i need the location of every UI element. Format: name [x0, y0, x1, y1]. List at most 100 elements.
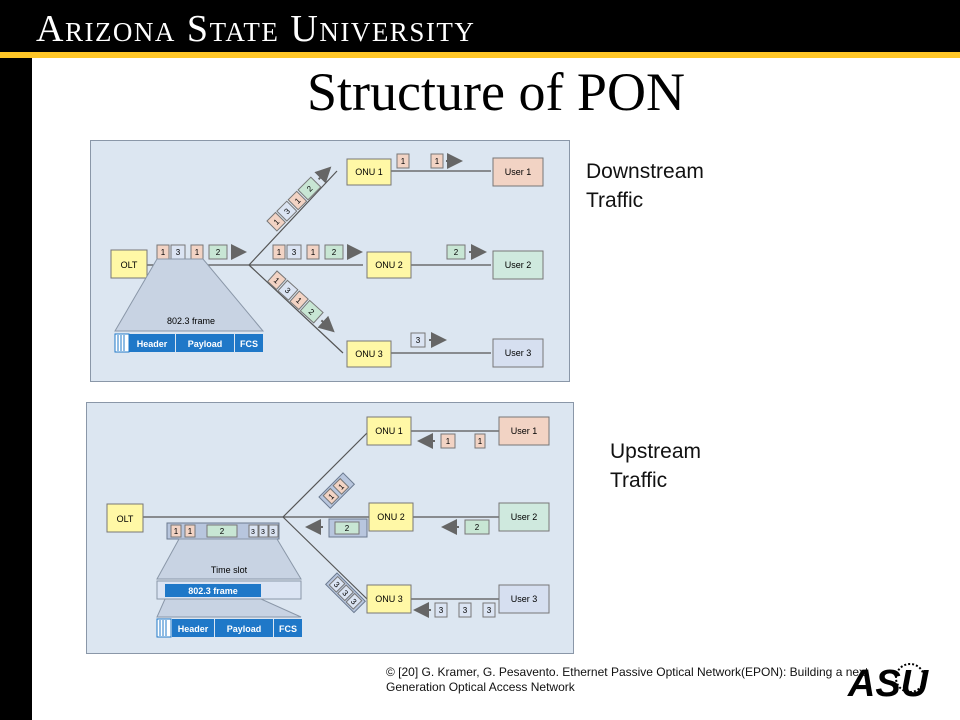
svg-text:1: 1 — [161, 248, 166, 257]
onu-2-box — [366, 251, 412, 279]
downstream-label-line-1: Downstream — [586, 160, 704, 183]
up-onu-2-box — [368, 502, 414, 532]
user-1-label: User 1 — [505, 167, 532, 177]
svg-text:Payload: Payload — [188, 339, 223, 349]
svg-text:1: 1 — [478, 437, 483, 446]
olt-label: OLT — [121, 260, 138, 270]
svg-text:3: 3 — [340, 588, 350, 598]
svg-text:FCS: FCS — [279, 624, 297, 634]
user-2-label: User 2 — [505, 260, 532, 270]
svg-text:2: 2 — [475, 523, 480, 532]
svg-text:1: 1 — [327, 492, 337, 502]
svg-text:1: 1 — [401, 157, 406, 166]
upstream-traffic-label: Upstream Traffic — [610, 437, 701, 495]
svg-text:Payload: Payload — [227, 624, 262, 634]
branch-fiber-3 — [248, 264, 344, 354]
up-user-3-box — [498, 584, 550, 614]
svg-text:3: 3 — [261, 529, 265, 536]
svg-text:2: 2 — [305, 184, 315, 194]
branch-1-packets: 1 3 1 2 — [266, 166, 332, 232]
downstream-traffic-label: Downstream Traffic — [586, 157, 704, 215]
asu-logo: ASU — [838, 660, 938, 705]
svg-text:2: 2 — [332, 248, 337, 257]
svg-text:3: 3 — [283, 286, 293, 296]
svg-text:3: 3 — [292, 248, 297, 257]
user-3-box — [492, 338, 544, 368]
up-onu-3-box — [366, 584, 412, 614]
frame-bar — [165, 584, 261, 597]
svg-text:Header: Header — [137, 339, 168, 349]
user-1-box — [492, 157, 544, 187]
svg-text:1: 1 — [337, 482, 347, 492]
onu-1-box — [346, 158, 392, 186]
svg-text:3: 3 — [439, 606, 444, 615]
left-side-bar — [0, 58, 32, 720]
svg-text:3: 3 — [176, 248, 181, 257]
svg-text:3: 3 — [251, 529, 255, 536]
olt-box — [110, 249, 148, 279]
trunk-packets: 1 3 1 2 — [156, 244, 247, 260]
onu-2-label: ONU 2 — [375, 260, 403, 270]
up-trunk-packets: 1 1 2 3 3 3 — [166, 522, 280, 540]
onu-3-box — [346, 340, 392, 368]
branch-2-packets: 1 3 1 2 — [272, 244, 363, 260]
svg-text:3: 3 — [349, 597, 359, 607]
svg-text:2: 2 — [216, 248, 221, 257]
svg-text:1: 1 — [293, 196, 303, 206]
delivered-packet-3: 3 — [410, 332, 447, 348]
up-onu-1-box — [366, 416, 412, 446]
svg-text:3: 3 — [271, 529, 275, 536]
branch-3-packets: 1 3 1 2 — [266, 270, 335, 333]
up-frame-fields: Header Payload FCS — [156, 618, 302, 638]
svg-text:1: 1 — [294, 296, 304, 306]
up-onu-2-label: ONU 2 — [377, 512, 405, 522]
svg-text:1: 1 — [435, 157, 440, 166]
upstream-label-line-1: Upstream — [610, 440, 702, 463]
frame-fields: Header Payload FCS — [114, 333, 263, 353]
svg-text:1: 1 — [277, 248, 282, 257]
svg-text:2: 2 — [220, 527, 225, 536]
up-olt-label: OLT — [117, 514, 134, 524]
slide-title: Structure of PON — [307, 62, 685, 122]
up-user-1-label: User 1 — [511, 426, 538, 436]
onu-3-label: ONU 3 — [355, 349, 383, 359]
up-branch-2-packets: 2 — [305, 518, 368, 538]
svg-text:1: 1 — [188, 527, 193, 536]
up-frame-caption: 802.3 frame — [188, 586, 238, 596]
timeslot-expansion — [156, 538, 302, 580]
up-user-2-label: User 2 — [511, 512, 538, 522]
up-user-3-packets: 3 3 3 — [413, 602, 496, 618]
up-olt-box — [106, 503, 144, 533]
svg-text:1: 1 — [195, 248, 200, 257]
citation-text: © [20] G. Kramer, G. Pesavento. Ethernet… — [386, 665, 869, 694]
svg-text:3: 3 — [487, 606, 492, 615]
delivered-packet-2: 2 — [446, 244, 487, 260]
svg-text:3: 3 — [332, 580, 342, 590]
svg-text:1: 1 — [272, 276, 282, 286]
onu-1-label: ONU 1 — [355, 167, 383, 177]
delivered-packet-1: 1 1 — [396, 153, 463, 169]
svg-text:1: 1 — [272, 217, 282, 227]
svg-text:3: 3 — [463, 606, 468, 615]
timeslot-caption: Time slot — [211, 565, 248, 575]
downstream-diagram: OLT ONU 1 ONU 2 ONU 3 User 1 User 2 User… — [90, 140, 570, 382]
up-user-1-packets: 1 1 — [417, 433, 486, 449]
header-bar — [0, 0, 960, 52]
branch-fiber-1 — [248, 170, 338, 266]
up-branch-3-packets: 3 3 3 — [324, 572, 366, 614]
svg-text:2: 2 — [345, 524, 350, 533]
frame-caption: 802.3 frame — [167, 316, 215, 326]
user-3-label: User 3 — [505, 348, 532, 358]
upstream-svg: OLT ONU 1 ONU 2 ONU 3 User 1 User 2 User… — [106, 416, 550, 638]
svg-text:1: 1 — [174, 527, 179, 536]
header-gold-stripe — [0, 52, 960, 58]
svg-text:Header: Header — [178, 624, 209, 634]
svg-text:ASU: ASU — [847, 663, 930, 700]
frame-expansion — [114, 258, 265, 332]
svg-text:1: 1 — [311, 248, 316, 257]
svg-text:FCS: FCS — [240, 339, 258, 349]
up-user-1-box — [498, 416, 550, 446]
user-2-box — [492, 250, 544, 280]
svg-text:3: 3 — [416, 336, 421, 345]
up-onu-3-label: ONU 3 — [375, 594, 403, 604]
